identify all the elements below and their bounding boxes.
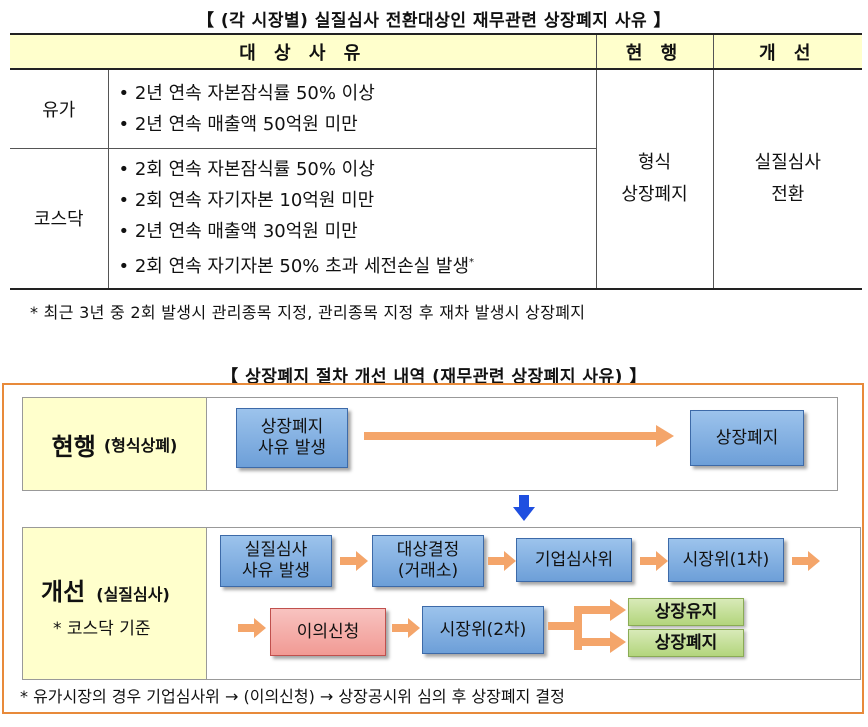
improved-label-note: * 코스닥 기준 — [53, 619, 151, 639]
footnote-mark: * — [469, 257, 475, 269]
arrow-right-icon — [364, 425, 674, 447]
arrow-right-icon — [792, 551, 820, 571]
arrow-right-icon — [340, 551, 368, 571]
step-delisting: 상장폐지 — [690, 410, 804, 466]
split-arrow-icon — [548, 599, 626, 653]
flow-footnote: * 유가시장의 경우 기업심사위 → (이의신청) → 상장공시위 심의 후 상… — [20, 687, 565, 706]
list-item: 2회 연속 자기자본 50% 초과 세전손실 발생* — [119, 247, 586, 282]
current-label: 현행 (형식상폐) — [22, 397, 207, 491]
reason-list-kospi: 2년 연속 자본잠식률 50% 이상 2년 연속 매출액 50억원 미만 — [107, 68, 597, 149]
list-item: 2회 연속 자본잠식률 50% 이상 — [119, 154, 586, 185]
current-label-sub: (형식상폐) — [103, 436, 178, 455]
arrow-down-icon — [513, 495, 535, 521]
header-improved: 개 선 — [712, 33, 863, 70]
improved-line-1: 실질심사 — [754, 152, 821, 173]
table-row: 유가 2년 연속 자본잠식률 50% 이상 2년 연속 매출액 50억원 미만 … — [10, 68, 863, 290]
improved-label: 개선 (실질심사) * 코스닥 기준 — [22, 527, 207, 680]
current-line-1: 형식 — [637, 152, 672, 173]
flow-title: 【 상장폐지 절차 개선 내역 (재무관련 상장폐지 사유) 】 — [221, 367, 647, 387]
current-label-title: 현행 — [51, 432, 96, 461]
list-item: 2년 연속 자본잠식률 50% 이상 — [119, 78, 586, 109]
step-corporate-review: 기업심사위 — [516, 538, 632, 582]
outcome-delist: 상장폐지 — [628, 629, 744, 657]
improved-cell: 실질심사 전환 — [712, 68, 863, 290]
list-item: 2회 연속 자기자본 10억원 미만 — [119, 185, 586, 216]
table-header-row: 대 상 사 유 현 행 개 선 — [10, 33, 863, 70]
step-target-decision: 대상결정(거래소) — [372, 535, 484, 587]
step-market-committee-1: 시장위(1차) — [668, 538, 784, 582]
header-current: 현 행 — [595, 33, 714, 70]
arrow-right-icon — [238, 618, 266, 638]
step-objection: 이의신청 — [270, 608, 386, 656]
step-market-committee-2: 시장위(2차) — [422, 606, 544, 654]
header-reasons: 대 상 사 유 — [10, 33, 597, 70]
reason-list-kosdaq: 2회 연속 자본잠식률 50% 이상 2회 연속 자기자본 10억원 미만 2년… — [107, 147, 597, 290]
delisting-reasons-table: 대 상 사 유 현 행 개 선 유가 2년 연속 자본잠식률 50% 이상 2년… — [10, 33, 863, 290]
table-footnote: * 최근 3년 중 2회 발생시 관리종목 지정, 관리종목 지정 후 재차 발… — [30, 303, 586, 322]
current-line-2: 상장폐지 — [621, 184, 688, 205]
improved-line-2: 전환 — [771, 184, 805, 205]
current-cell: 형식 상장폐지 — [595, 68, 714, 290]
flow-frame — [2, 383, 864, 714]
table-row: 코스닥 2회 연속 자본잠식률 50% 이상 2회 연속 자기자본 10억원 미… — [10, 147, 862, 290]
arrow-right-icon — [488, 551, 516, 571]
arrow-right-icon — [640, 551, 668, 571]
market-kosdaq: 코스닥 — [10, 147, 109, 290]
outcome-maintain: 상장유지 — [628, 598, 744, 626]
list-item: 2년 연속 매출액 30억원 미만 — [119, 216, 586, 247]
improved-label-sub: (실질심사) — [96, 585, 170, 604]
improved-label-title: 개선 — [41, 578, 86, 606]
list-item: 2년 연속 매출액 50억원 미만 — [119, 109, 586, 140]
market-kospi: 유가 — [10, 68, 109, 149]
arrow-right-icon — [392, 618, 420, 638]
table-title: 【 (각 시장별) 실질심사 전환대상인 재무관련 상장폐지 사유 】 — [196, 11, 672, 31]
